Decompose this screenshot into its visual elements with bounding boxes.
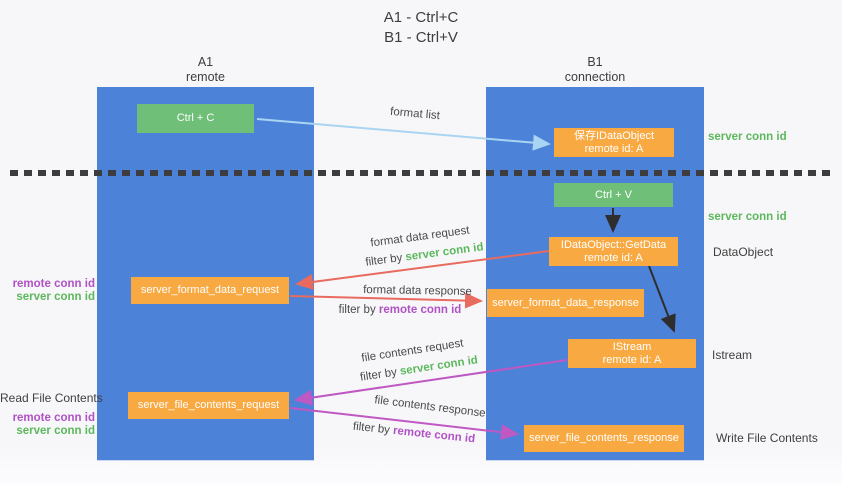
remote-conn-id-text: remote conn id — [392, 424, 476, 446]
server-conn-id-text: server conn id — [404, 241, 485, 264]
node-istream-line2: remote id: A — [602, 353, 662, 366]
node-server-file-contents-request-label: server_file_contents_request — [137, 399, 280, 411]
annotation-server-conn-id-mid: server conn id — [708, 211, 787, 223]
node-idataobject-getdata: IDataObject::GetData remote id: A — [549, 237, 678, 266]
node-ctrl-c: Ctrl + C — [137, 104, 254, 133]
title-line-1: A1 - Ctrl+C — [383, 9, 459, 26]
node-istream-line1: IStream — [612, 340, 652, 353]
annotation-remote-conn-id-mid: remote conn id — [12, 278, 95, 290]
annotation-istream: Istream — [712, 348, 753, 362]
node-ctrl-c-label: Ctrl + C — [176, 112, 215, 124]
node-server-format-data-response-label: server_format_data_response — [492, 296, 639, 309]
lifeline-a1-role: remote — [186, 70, 225, 84]
node-server-file-contents-request: server_file_contents_request — [128, 392, 289, 419]
filter-by-text: filter by — [359, 365, 401, 384]
filter-by-text: filter by — [364, 251, 407, 269]
node-server-format-data-response: server_format_data_response — [487, 289, 644, 317]
node-save-idataobject-line2: remote id: A — [584, 142, 644, 155]
diagram-title: A1 - Ctrl+C B1 - Ctrl+V — [0, 8, 842, 48]
remote-conn-id-text: remote conn id — [378, 304, 462, 316]
lifeline-header-b1: B1 connection — [486, 55, 704, 85]
lifeline-b1-name: B1 — [587, 55, 603, 69]
node-server-file-contents-response-label: server_file_contents_response — [529, 432, 679, 444]
node-idataobject-getdata-line2: remote id: A — [584, 251, 643, 264]
node-ctrl-v-label: Ctrl + V — [595, 188, 632, 201]
node-server-format-data-request-label: server_format_data_request — [140, 284, 280, 296]
annotation-server-conn-id-left-bottom: server conn id — [16, 425, 95, 437]
filter-by-text: filter by — [352, 420, 394, 437]
annotation-server-conn-id-top: server conn id — [708, 131, 787, 143]
title-line-2: B1 - Ctrl+V — [384, 29, 458, 46]
lifeline-a1-name: A1 — [197, 55, 214, 69]
node-server-format-data-request: server_format_data_request — [131, 277, 289, 304]
node-istream: IStream remote id: A — [568, 339, 696, 368]
annotation-dataobject: DataObject — [713, 245, 774, 259]
annotation-write-file-contents: Write File Contents — [716, 431, 818, 445]
node-save-idataobject-line1: 保存IDataObject — [573, 129, 655, 142]
node-idataobject-getdata-line1: IDataObject::GetData — [560, 238, 667, 251]
node-save-idataobject: 保存IDataObject remote id: A — [554, 128, 674, 157]
annotation-read-file-contents: Read File Contents — [0, 391, 103, 405]
lifeline-header-a1: A1 remote — [97, 55, 314, 85]
format-data-response-label: format data response — [363, 284, 472, 298]
file-contents-response-filter-label: filter by remote conn id — [328, 418, 500, 448]
annotation-remote-conn-id-bottom: remote conn id — [12, 412, 95, 424]
lifeline-b1-role: connection — [564, 70, 626, 84]
filter-by-text: filter by — [338, 304, 379, 316]
annotation-server-conn-id-left-mid: server conn id — [16, 291, 95, 303]
machine-boundary-dashed-line — [10, 170, 830, 176]
format-data-response-filter-label: filter by remote conn id — [322, 304, 478, 316]
format-list-label: format list — [389, 105, 441, 123]
server-conn-id-text: server conn id — [399, 354, 479, 378]
node-server-file-contents-response: server_file_contents_response — [524, 425, 684, 452]
node-ctrl-v: Ctrl + V — [554, 183, 673, 207]
